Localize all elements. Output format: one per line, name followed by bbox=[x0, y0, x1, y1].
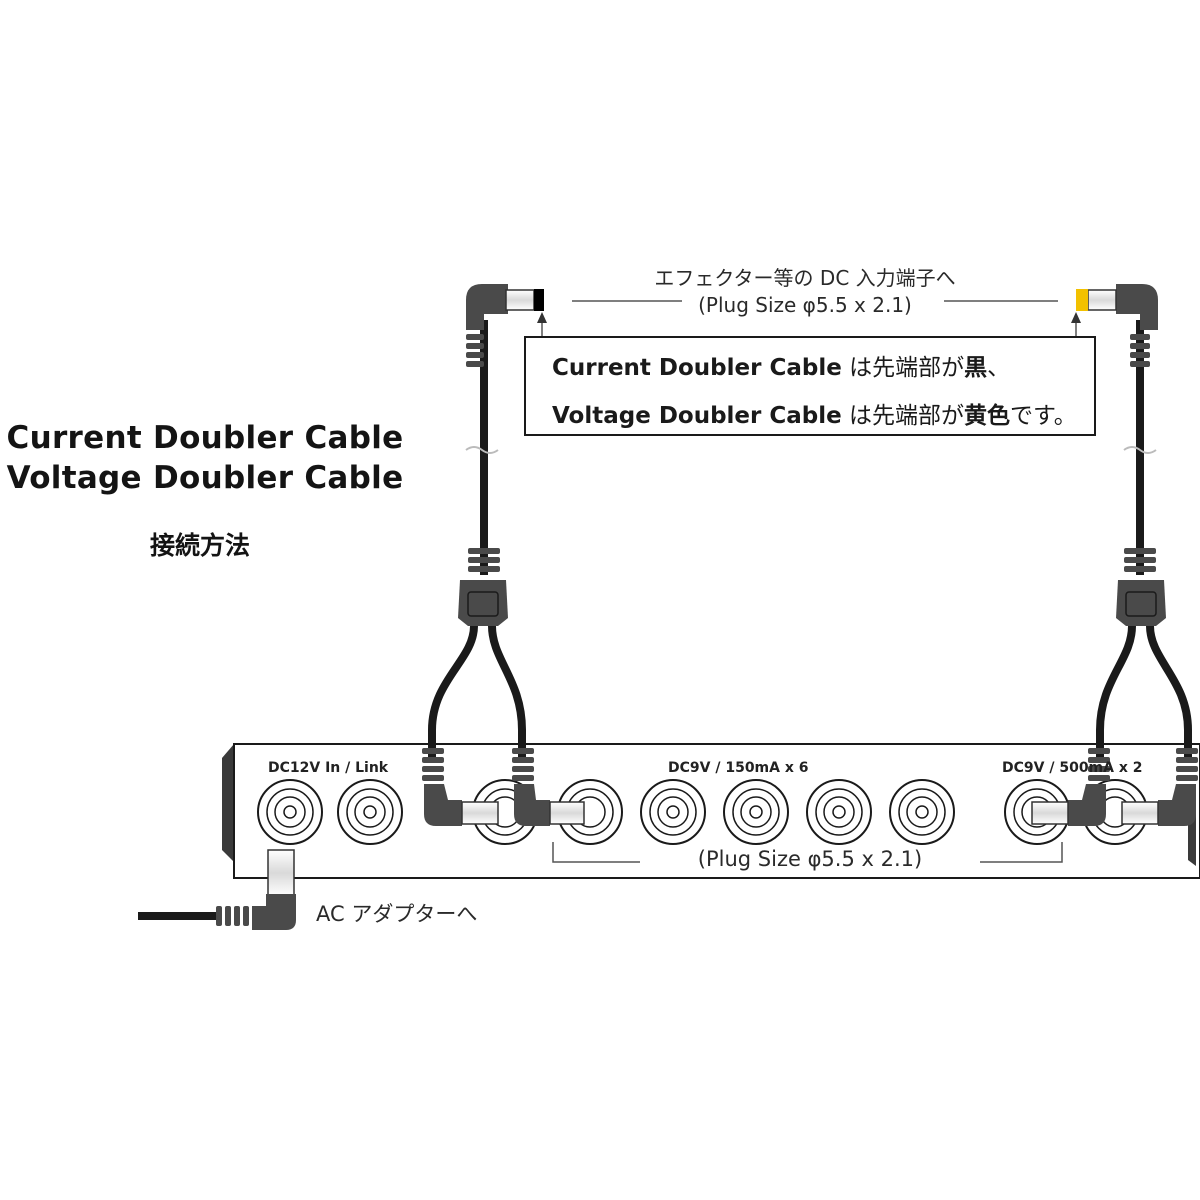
note-line-voltage: Voltage Doubler Cable は先端部が黄色です。 bbox=[552, 396, 1077, 430]
note-voltage-end: です。 bbox=[1010, 403, 1077, 429]
bottom-label-plug-size: (Plug Size φ5.5 x 2.1) bbox=[640, 847, 980, 871]
note-current-mid: は先端部が bbox=[841, 355, 965, 381]
jack-9v-150-5 bbox=[806, 779, 872, 845]
port-label-dc9v-150: DC9V / 150mA x 6 bbox=[668, 760, 809, 776]
jack-9v-150-3 bbox=[640, 779, 706, 845]
port-label-dc12v: DC12V In / Link bbox=[268, 760, 389, 776]
note-box: Current Doubler Cable は先端部が黒、 Voltage Do… bbox=[524, 336, 1096, 436]
top-plug-size-lines bbox=[537, 300, 1081, 340]
bottom-plug-size-bracket bbox=[552, 842, 1063, 863]
note-voltage-mid: は先端部が bbox=[841, 403, 965, 429]
subtitle-connection-method: 接続方法 bbox=[149, 531, 250, 560]
jack-9v-150-4 bbox=[723, 779, 789, 845]
note-current-color: 黒 bbox=[964, 355, 988, 381]
title-block: Current Doubler Cable Voltage Doubler Ca… bbox=[0, 418, 410, 498]
left-doubler-cable bbox=[422, 284, 585, 826]
top-label-plug-size: (Plug Size φ5.5 x 2.1) bbox=[698, 293, 912, 317]
note-current-cable-name: Current Doubler Cable bbox=[552, 355, 842, 381]
note-current-end: 、 bbox=[987, 355, 1011, 381]
title-line-voltage: Voltage Doubler Cable bbox=[6, 460, 404, 496]
note-line-current: Current Doubler Cable は先端部が黒、 bbox=[552, 348, 1010, 382]
top-label-destination: エフェクター等の DC 入力端子へ bbox=[654, 266, 956, 290]
jack-dc12v-link bbox=[337, 779, 403, 845]
jack-dc12v-in bbox=[257, 779, 323, 845]
left-plug-tip-black bbox=[534, 289, 544, 311]
dc-jacks bbox=[257, 779, 1148, 845]
note-voltage-color: 黄色 bbox=[964, 403, 1011, 429]
jack-9v-150-6 bbox=[889, 779, 955, 845]
title-line-current: Current Doubler Cable bbox=[6, 420, 404, 456]
right-plug-tip-yellow bbox=[1076, 289, 1088, 311]
ac-adapter-cable bbox=[138, 849, 296, 930]
port-label-dc9v-500: DC9V / 500mA x 2 bbox=[1002, 760, 1143, 776]
note-voltage-cable-name: Voltage Doubler Cable bbox=[552, 403, 842, 429]
right-doubler-cable bbox=[1031, 284, 1198, 826]
ac-adapter-label: AC アダプターへ bbox=[316, 902, 478, 926]
